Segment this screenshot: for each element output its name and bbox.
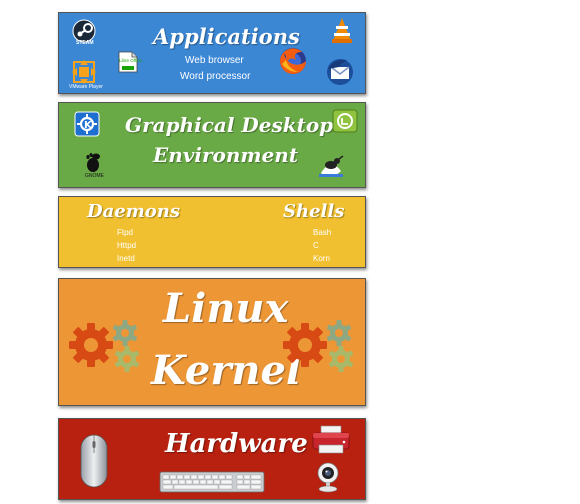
daemon-httpd: Httpd (117, 241, 137, 250)
kernel-title-line1: Linux (163, 285, 289, 332)
xfce-icon (317, 153, 345, 179)
vmware-label: VMware Player (69, 84, 103, 90)
kernel-title-line2: Kernel (151, 347, 302, 394)
shell-c: C (313, 241, 319, 250)
vmware-player-icon (71, 59, 97, 85)
firefox-icon (278, 46, 308, 76)
daemons-title: Daemons (87, 201, 180, 222)
thunderbird-icon (325, 57, 355, 87)
hardware-title: Hardware (165, 429, 308, 459)
daemon-ftpd: Ftpd (117, 228, 134, 237)
steam-icon (69, 18, 99, 48)
mouse-icon (79, 433, 109, 489)
libreoffice-label: Libre Office (119, 58, 142, 63)
gears-icon (67, 315, 145, 375)
gnome-icon (84, 153, 102, 173)
kernel-layer: Linux Kernel (58, 278, 366, 406)
webcam-icon (315, 461, 341, 493)
desktop-title-line1: Graphical Desktop (125, 113, 334, 137)
desktop-environment-layer: K GNOME Graphical Desktop Environment (58, 102, 366, 188)
libreoffice-icon (118, 51, 138, 73)
applications-item-web-browser: Web browser (185, 55, 244, 66)
svg-text:K: K (84, 120, 93, 131)
applications-layer: STEAM VMware Player Libre Office Applica… (58, 12, 366, 94)
applications-title: Applications (153, 24, 300, 49)
shells-title: Shells (283, 201, 345, 222)
applications-item-word-processor: Word processor (180, 71, 251, 82)
mint-icon (332, 109, 358, 133)
keyboard-icon (159, 471, 265, 493)
gnome-label: GNOME (85, 173, 104, 179)
daemon-inetd: Inetd (117, 254, 135, 263)
services-layer: Daemons Ftpd Httpd Inetd Shells Bash C K… (58, 196, 366, 268)
shell-bash: Bash (313, 228, 332, 237)
vlc-icon (331, 17, 353, 43)
printer-icon (311, 425, 351, 455)
shell-korn: Korn (313, 254, 330, 263)
gears-icon (281, 315, 359, 375)
hardware-layer: Hardware (58, 418, 366, 500)
desktop-title-line2: Environment (153, 143, 299, 167)
kde-icon: K (74, 111, 100, 137)
steam-label: STEAM (76, 40, 94, 46)
